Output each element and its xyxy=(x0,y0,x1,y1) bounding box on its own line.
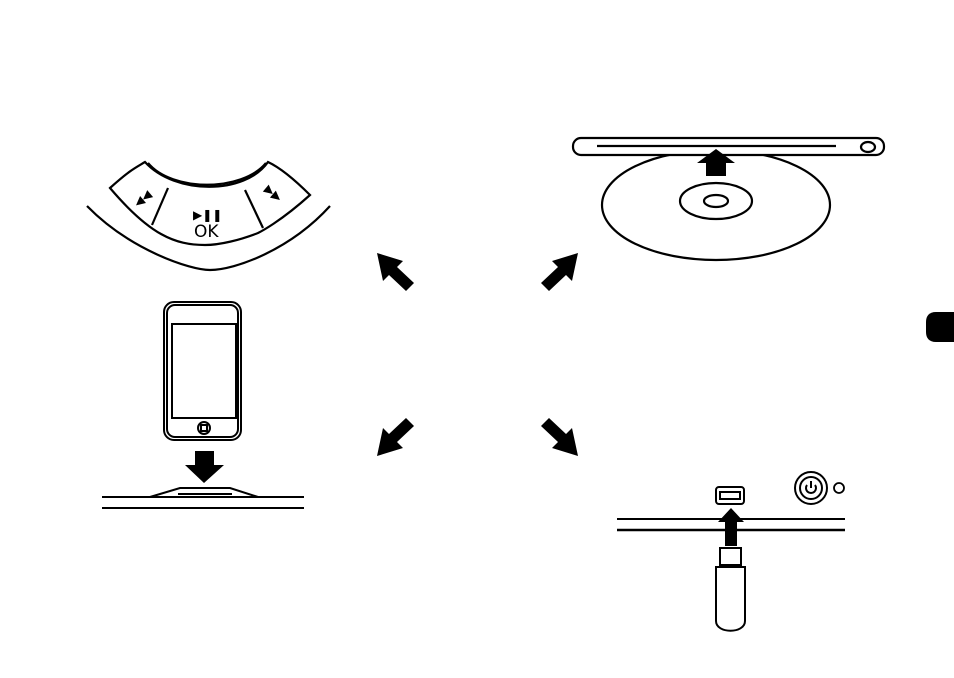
power-indicator-led xyxy=(834,483,844,493)
play-pause-ok-button[interactable]: ▶❚❚ OK xyxy=(193,208,222,242)
dock-connector xyxy=(102,488,304,508)
next-icon: ▶▶ xyxy=(262,182,286,205)
arrow-to-player xyxy=(377,418,414,456)
insert-usb-arrow xyxy=(718,508,744,546)
usb-port-icon xyxy=(716,487,744,504)
prev-icon: ◀◀ xyxy=(131,187,155,210)
usb-stick-icon xyxy=(716,548,745,631)
section-tab-marker xyxy=(926,312,954,342)
play-pause-icon: ▶❚❚ xyxy=(193,208,222,222)
power-icon xyxy=(806,481,816,493)
disc-slot-assembly xyxy=(573,138,884,260)
arrow-to-remote xyxy=(377,253,414,291)
ok-label: OK xyxy=(194,222,219,242)
arrow-to-disc xyxy=(541,253,578,291)
power-button[interactable] xyxy=(795,472,827,504)
next-button[interactable]: ▶▶ xyxy=(262,182,286,205)
insert-player-arrow xyxy=(185,451,224,483)
portable-player-icon xyxy=(164,302,241,440)
arrow-to-usb xyxy=(541,418,578,456)
prev-button[interactable]: ◀◀ xyxy=(131,187,155,210)
